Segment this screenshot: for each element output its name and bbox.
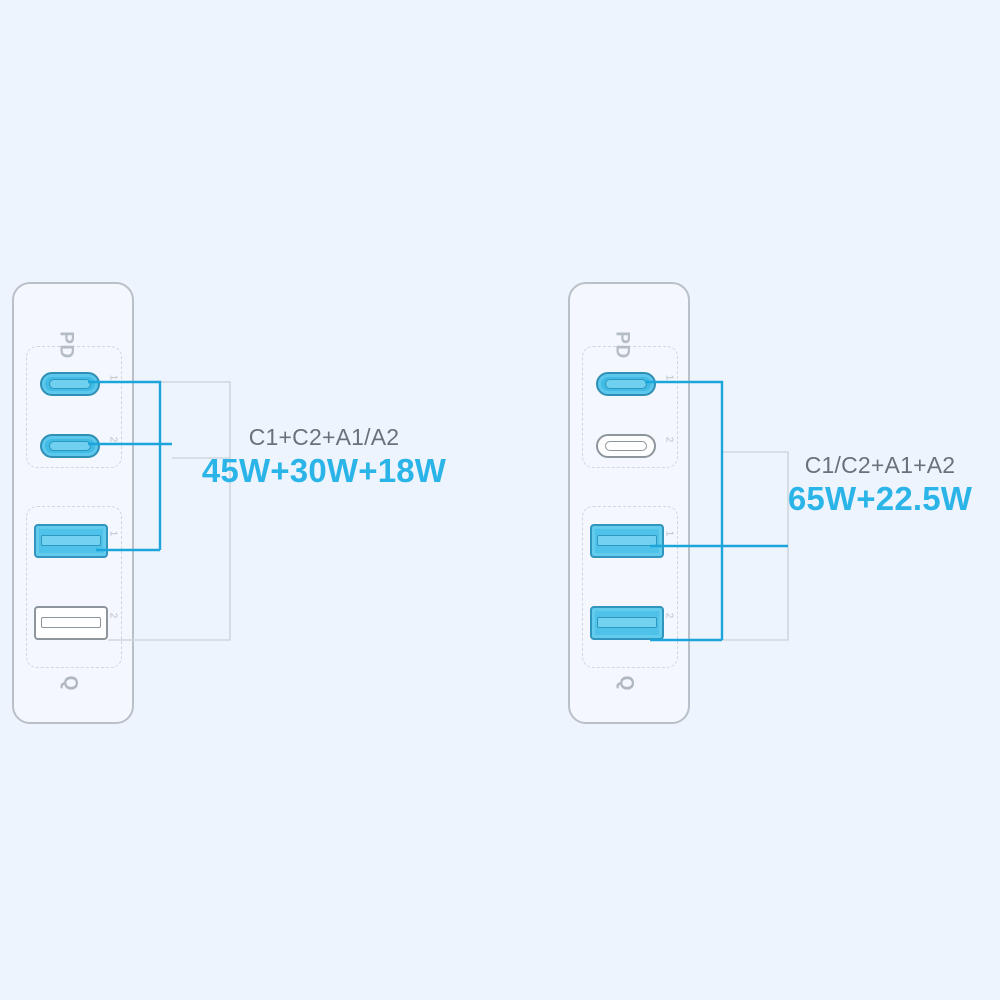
port-slot-icon — [41, 535, 101, 546]
port-number-a2-right: 2 — [663, 612, 675, 619]
caption-wattage-left: 45W+30W+18W — [201, 452, 447, 490]
port-slot-icon — [605, 379, 647, 389]
port-slot-icon — [41, 617, 101, 628]
port-number-a1-right: 1 — [663, 530, 675, 537]
usb-c-port-c2-right[interactable] — [596, 434, 656, 458]
usb-a-port-a2-right[interactable] — [590, 606, 664, 640]
port-number-c2-left: 2 — [107, 436, 119, 443]
caption-right: C1/C2+A1+A2 65W+22.5W — [762, 452, 998, 520]
caption-left: C1+C2+A1/A2 45W+30W+18W — [188, 424, 460, 492]
port-number-a1-left: 1 — [107, 530, 119, 537]
pd-silkscreen-label-right: PD — [611, 331, 633, 359]
port-number-c1-left: 1 — [107, 374, 119, 381]
caption-wattage-right: 65W+22.5W — [787, 480, 973, 518]
port-slot-icon — [49, 441, 91, 451]
port-number-c1-right: 1 — [663, 374, 675, 381]
usb-c-port-c1-right[interactable] — [596, 372, 656, 396]
port-slot-icon — [49, 379, 91, 389]
port-number-a2-left: 2 — [107, 612, 119, 619]
usb-a-port-a1-right[interactable] — [590, 524, 664, 558]
usb-c-port-c1-left[interactable] — [40, 372, 100, 396]
usb-a-port-a1-left[interactable] — [34, 524, 108, 558]
caption-combo-right: C1/C2+A1+A2 — [804, 452, 956, 478]
qc-logo-icon-left: Q — [59, 675, 81, 691]
pd-silkscreen-label-left: PD — [55, 331, 77, 359]
qc-logo-icon-right: Q — [615, 675, 637, 691]
port-slot-icon — [597, 535, 657, 546]
device-panel-right: PD 1 2 1 2 Q — [568, 282, 690, 724]
device-panel-left: PD 1 2 1 2 Q — [12, 282, 134, 724]
port-slot-icon — [597, 617, 657, 628]
caption-combo-left: C1+C2+A1/A2 — [248, 424, 400, 450]
usb-c-port-c2-left[interactable] — [40, 434, 100, 458]
port-number-c2-right: 2 — [663, 436, 675, 443]
port-slot-icon — [605, 441, 647, 451]
usb-a-port-a2-left[interactable] — [34, 606, 108, 640]
